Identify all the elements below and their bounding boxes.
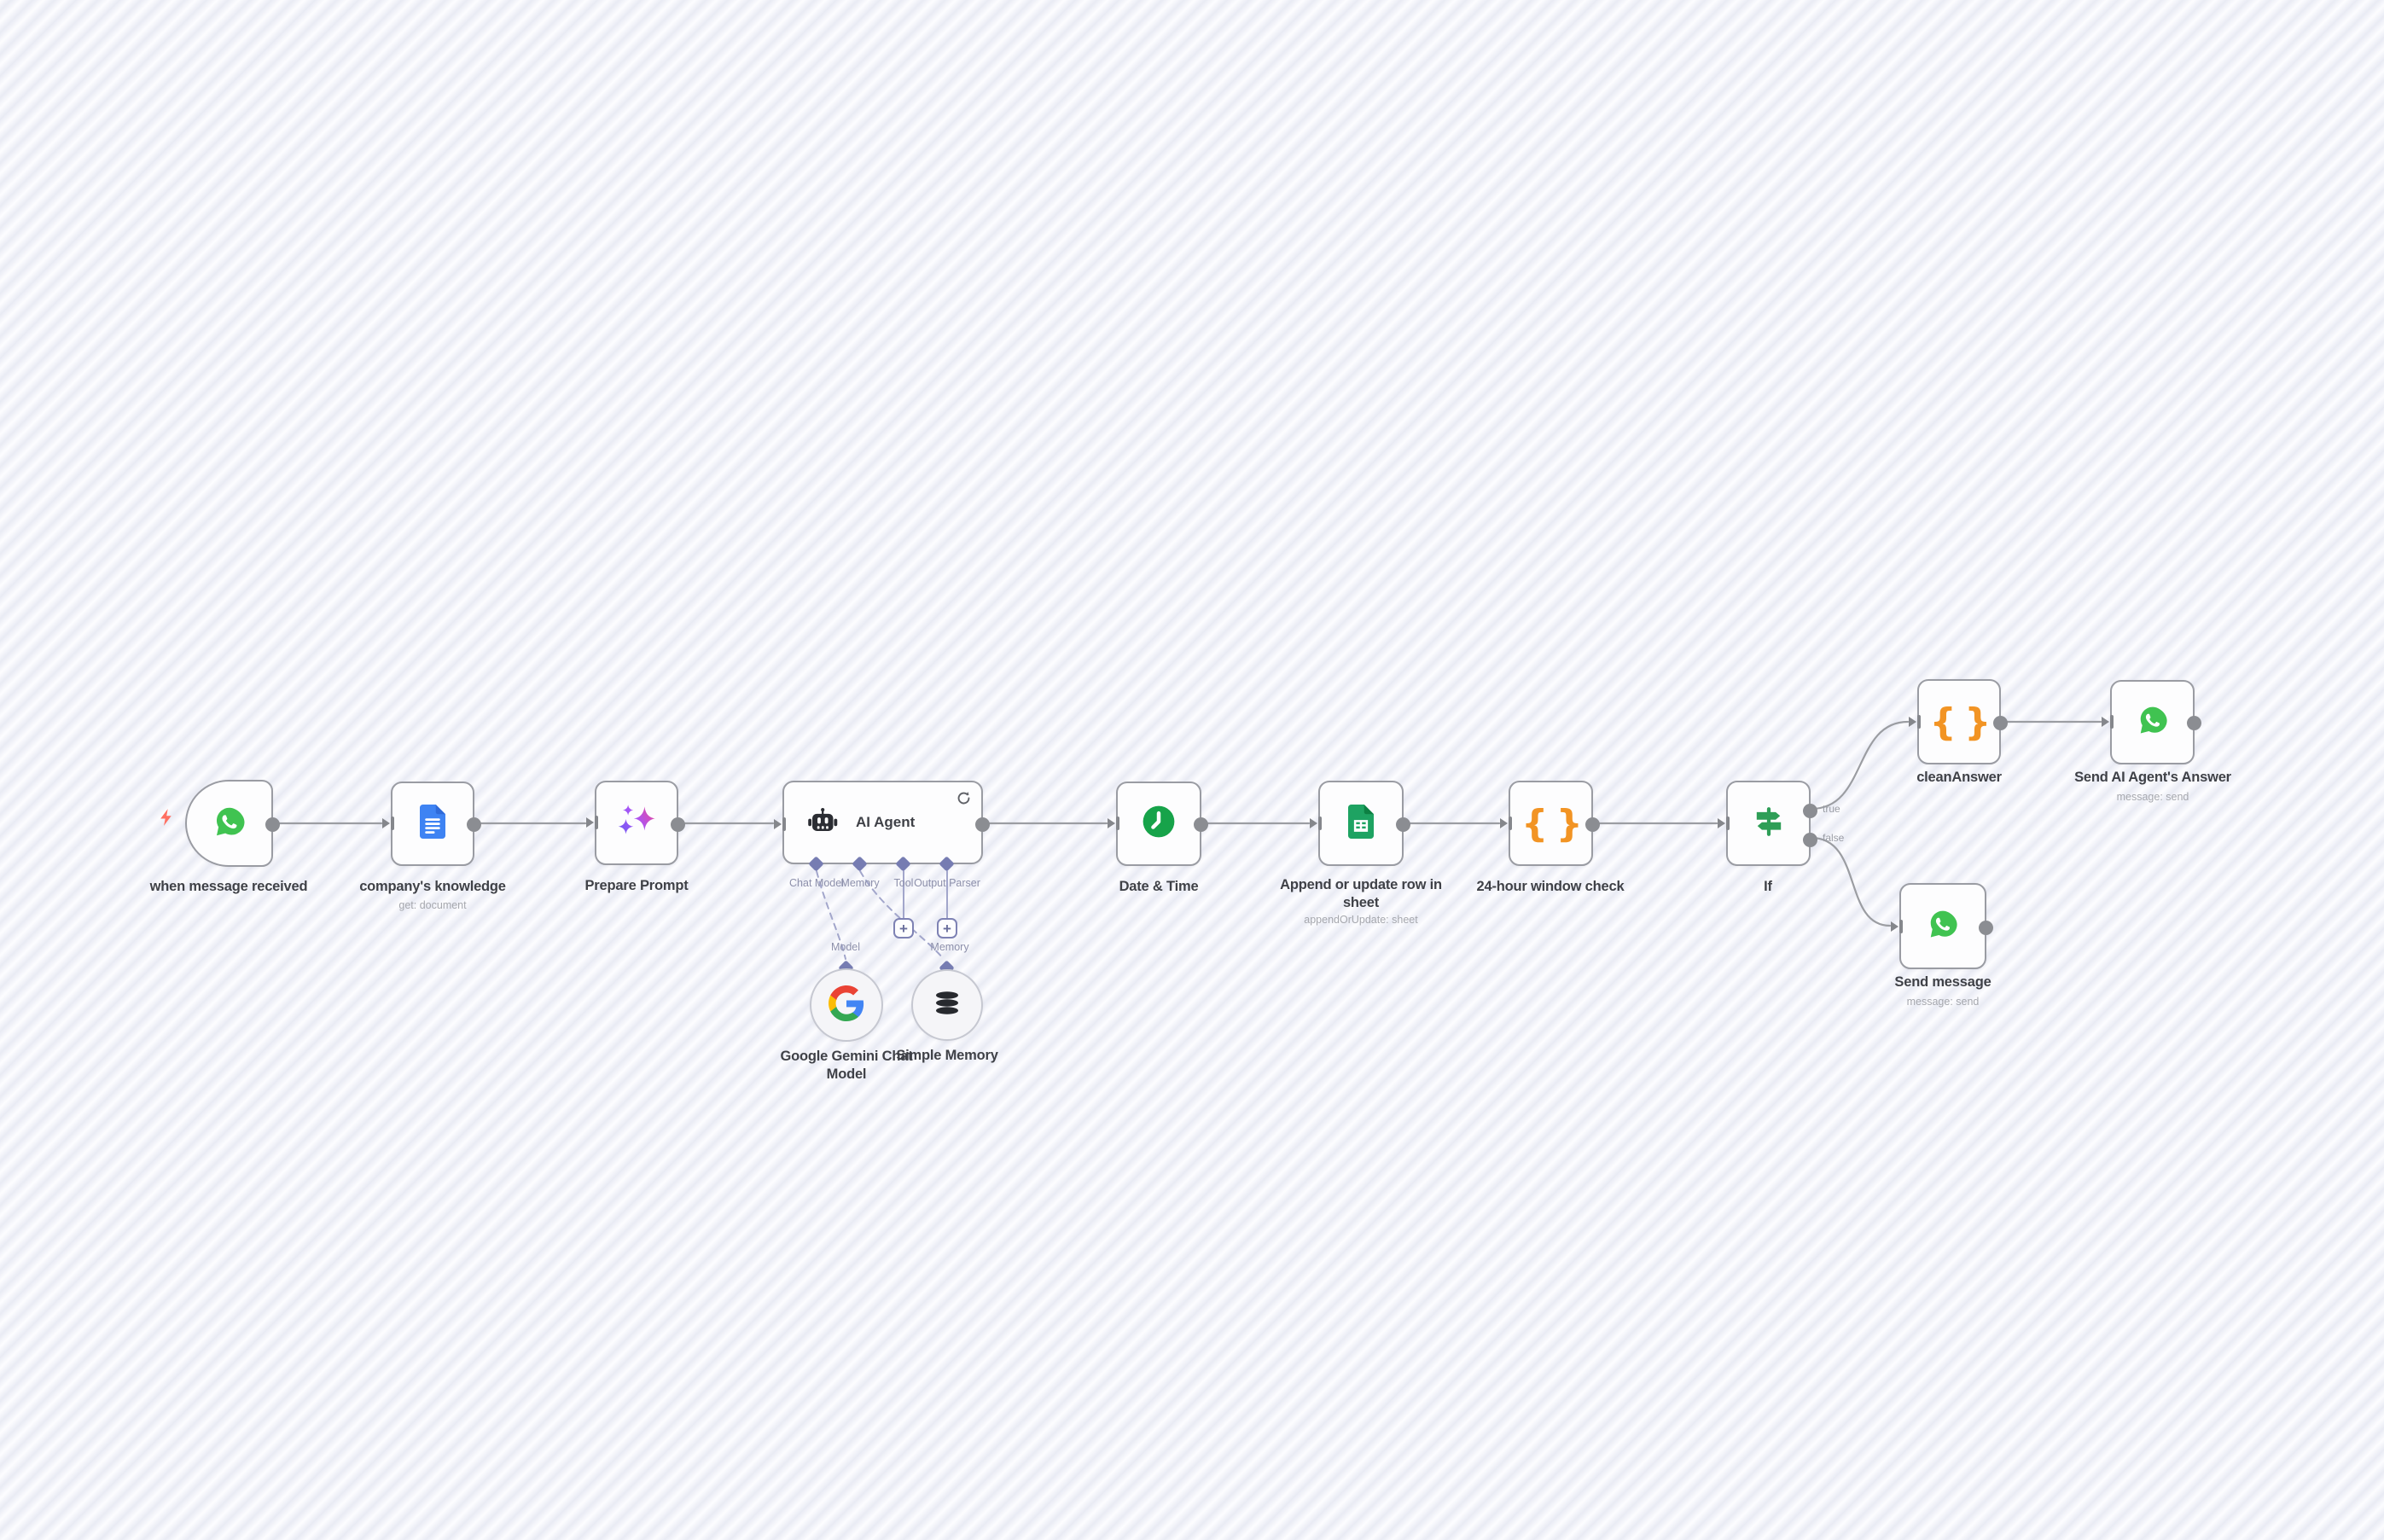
node-send-message[interactable] xyxy=(1891,883,1993,969)
input-port[interactable] xyxy=(2102,715,2114,729)
google-icon xyxy=(829,985,864,1026)
google-docs-icon xyxy=(420,805,445,843)
agent-port-label-output-parser: Output Parser xyxy=(914,877,980,889)
whatsapp-icon xyxy=(2137,704,2169,741)
node-label: company's knowledge xyxy=(359,879,506,894)
output-port[interactable] xyxy=(974,817,990,832)
branch-label-true: true xyxy=(1823,803,1840,815)
ai-agent-title: AI Agent xyxy=(856,814,916,830)
node-subtitle: message: send xyxy=(2116,791,2189,803)
node-label: Append or update row in sheet xyxy=(1280,877,1442,911)
node-when-message-received[interactable] xyxy=(160,780,280,867)
input-port[interactable] xyxy=(586,816,598,829)
node-if[interactable] xyxy=(1718,781,1817,866)
input-port[interactable] xyxy=(1891,920,1903,933)
sparkles-icon xyxy=(615,799,658,846)
output-port[interactable] xyxy=(1584,817,1600,832)
input-port[interactable] xyxy=(1108,816,1119,830)
google-sheets-icon xyxy=(1348,804,1374,843)
node-label: Google Gemini Chat Model xyxy=(780,1049,913,1083)
agent-port-label-chat-model: Chat Model xyxy=(789,877,844,889)
clock-icon xyxy=(1141,804,1177,844)
output-port[interactable] xyxy=(265,817,280,832)
output-port[interactable] xyxy=(670,817,685,832)
node-label: Send message xyxy=(1894,974,1992,990)
output-port[interactable] xyxy=(1193,817,1208,832)
endpoint-label-model: Model xyxy=(830,941,861,953)
signpost-icon xyxy=(1749,802,1788,846)
code-braces-icon: { } xyxy=(1929,700,1992,744)
output-port-false[interactable] xyxy=(1803,833,1817,847)
refresh-icon[interactable] xyxy=(957,791,971,810)
output-port[interactable] xyxy=(2186,716,2201,730)
branch-label-false: false xyxy=(1823,832,1845,844)
input-port[interactable] xyxy=(1500,816,1512,830)
node-ai-agent[interactable]: AI Agent xyxy=(774,781,990,864)
output-port[interactable] xyxy=(466,817,481,832)
node-label: Send AI Agent's Answer xyxy=(2074,770,2231,785)
node-clean-answer[interactable]: { } xyxy=(1909,679,2008,764)
node-label: Simple Memory xyxy=(896,1048,998,1063)
whatsapp-icon xyxy=(1927,908,1959,944)
input-port[interactable] xyxy=(1310,816,1322,830)
code-braces-icon: { } xyxy=(1521,801,1583,846)
node-24-hour-window-check[interactable]: { } xyxy=(1500,781,1600,866)
output-port[interactable] xyxy=(1992,716,2008,730)
agent-port-label-memory: Memory xyxy=(840,877,880,889)
node-date-and-time[interactable] xyxy=(1108,782,1208,866)
node-simple-memory[interactable] xyxy=(911,969,983,1041)
node-subtitle: appendOrUpdate: sheet xyxy=(1304,914,1418,926)
endpoint-label-memory: Memory xyxy=(930,941,969,953)
input-port[interactable] xyxy=(774,817,786,831)
node-label: If xyxy=(1764,879,1772,894)
trigger-bolt-icon xyxy=(157,808,176,831)
output-port[interactable] xyxy=(1395,817,1410,832)
node-label: when message received xyxy=(149,879,308,894)
input-port[interactable] xyxy=(382,816,394,830)
database-icon xyxy=(930,989,964,1022)
node-label: 24-hour window check xyxy=(1476,879,1625,894)
whatsapp-icon xyxy=(212,805,247,843)
robot-icon xyxy=(803,807,842,839)
agent-port-label-tool: Tool xyxy=(893,877,914,889)
node-label: Prepare Prompt xyxy=(584,878,689,893)
node-google-gemini-chat-model[interactable] xyxy=(810,968,883,1042)
wire-if-true-to-cleananswer xyxy=(1810,720,1910,811)
node-label: Date & Time xyxy=(1119,879,1199,894)
node-label: cleanAnswer xyxy=(1916,770,2002,785)
input-port[interactable] xyxy=(1909,715,1921,729)
node-send-ai-agents-answer[interactable] xyxy=(2102,680,2201,764)
add-tool-button[interactable]: + xyxy=(893,918,914,939)
node-companys-knowledge[interactable] xyxy=(382,782,481,866)
node-append-or-update-row[interactable] xyxy=(1310,781,1410,866)
input-port[interactable] xyxy=(1718,816,1730,830)
output-port-true[interactable] xyxy=(1803,804,1817,818)
output-port[interactable] xyxy=(1978,921,1993,935)
add-output-parser-button[interactable]: + xyxy=(937,918,957,939)
wire-if-false-to-sendmessage xyxy=(1810,836,1892,927)
node-subtitle: message: send xyxy=(1906,996,1980,1008)
node-prepare-prompt[interactable] xyxy=(586,781,685,865)
node-subtitle: get: document xyxy=(398,899,467,911)
